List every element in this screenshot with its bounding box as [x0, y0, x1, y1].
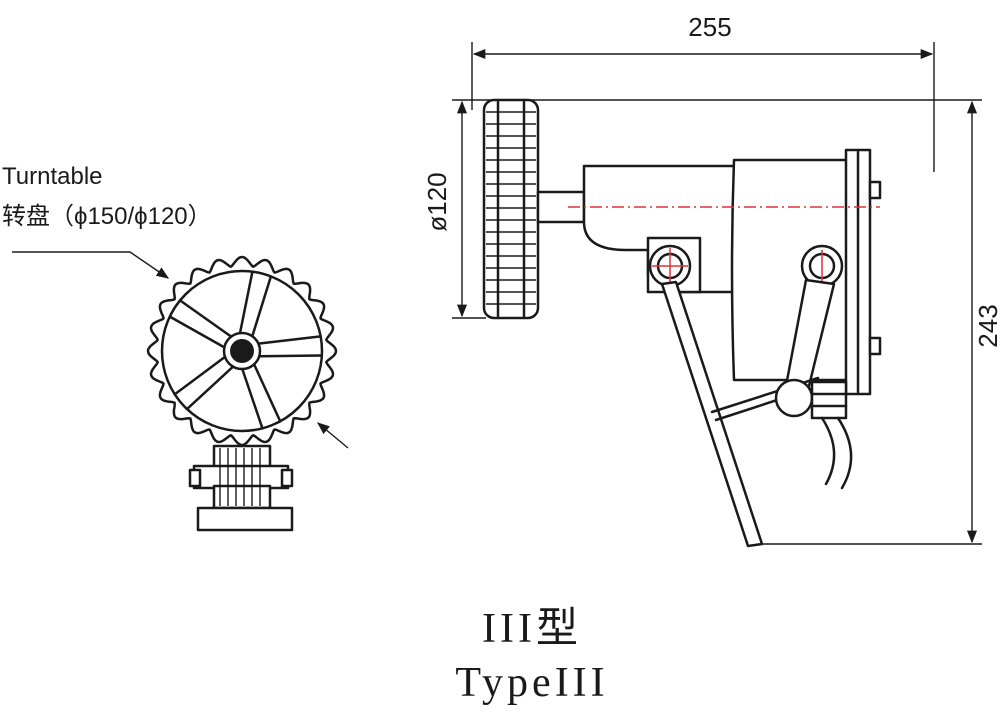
turntable-spoke-line	[241, 367, 264, 430]
turntable-spoke-line	[257, 335, 322, 345]
title-cn: III型	[482, 606, 582, 652]
turntable-front-view	[12, 251, 349, 532]
wheel-side-profile	[482, 98, 540, 320]
clamp-lower-bar	[212, 484, 272, 510]
turntable-spoke-line	[251, 275, 273, 338]
side-view	[452, 42, 982, 548]
cable-gland-ring	[774, 378, 814, 418]
clamp-ridges	[219, 448, 261, 506]
clamp-left-nut	[188, 468, 202, 488]
flange-bolt-bottom	[868, 336, 882, 356]
clamp-right-nut	[280, 468, 294, 488]
base-plate	[196, 506, 294, 532]
turntable-hub-ring	[222, 331, 262, 371]
turntable-spoke-line	[185, 365, 235, 411]
cable	[820, 416, 853, 490]
turntable-spoke-line	[238, 270, 254, 335]
turntable-spokes	[168, 270, 324, 430]
dimension-height: 243	[973, 304, 1000, 347]
clamp-body	[192, 464, 290, 490]
dimension-diameter: ø120	[422, 172, 452, 231]
long-rod	[660, 280, 764, 548]
title-en: TypeIII	[455, 660, 608, 706]
turntable-label-en: Turntable	[2, 163, 103, 190]
turntable-lower-arrow	[317, 422, 349, 449]
turntable-leader-line	[12, 251, 170, 279]
turntable-label-cn: 转盘（ϕ150/ϕ120）	[2, 203, 212, 230]
turntable-spoke-line	[178, 299, 233, 338]
cable-gland-body	[810, 380, 848, 420]
turntable-spoke-line	[257, 354, 324, 358]
turntable-hub	[230, 339, 254, 363]
turntable-spoke-line	[168, 315, 226, 349]
turntable-inner-circle	[160, 269, 324, 433]
flange-bolt-top	[868, 180, 882, 200]
wheel-ribs	[486, 111, 536, 305]
turntable-spoke-line	[252, 363, 282, 423]
dimension-width: 255	[688, 12, 731, 42]
clamp-upper-bar	[212, 444, 272, 470]
turntable-spoke-line	[173, 355, 227, 396]
